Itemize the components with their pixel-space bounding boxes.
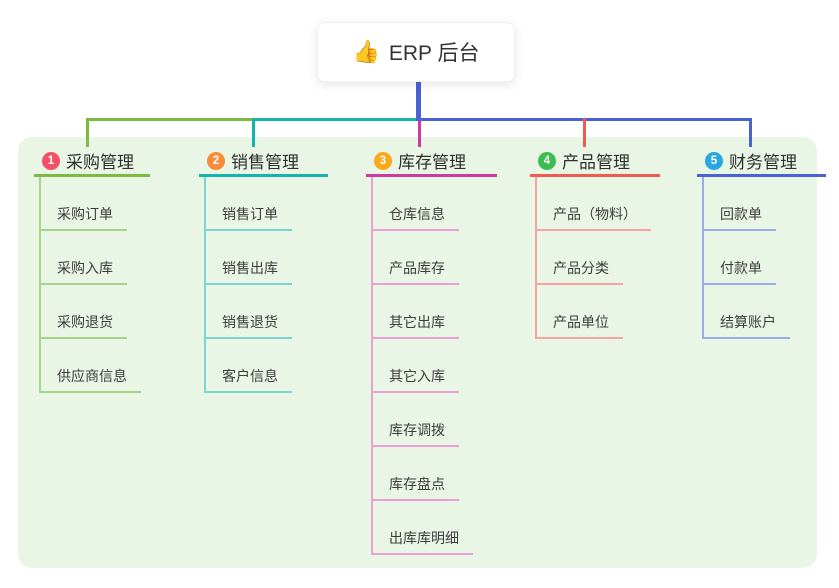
leaf-node[interactable]: 销售出库 (204, 231, 292, 285)
leaf-node[interactable]: 回款单 (702, 177, 776, 231)
branch-spine-line (39, 177, 41, 393)
leaf-label: 采购入库 (57, 260, 113, 276)
branches-panel (18, 137, 817, 568)
branch-number-badge: 2 (207, 151, 225, 170)
leaf-node[interactable]: 产品（物料） (535, 177, 651, 231)
branch-node-2[interactable]: 2 销售管理 (199, 147, 328, 177)
leaf-label: 采购订单 (57, 206, 113, 222)
branch-node-5[interactable]: 5 财务管理 (697, 147, 826, 177)
branch-items-column: 采购订单采购入库采购退货供应商信息 (39, 177, 141, 393)
branch-items-column: 回款单付款单结算账户 (702, 177, 790, 339)
leaf-label: 采购退货 (57, 314, 113, 330)
root-label: ERP 后台 (388, 42, 480, 65)
leaf-node[interactable]: 其它出库 (371, 285, 459, 339)
leaf-node[interactable]: 其它入库 (371, 339, 459, 393)
branch-items-column: 仓库信息产品库存其它出库其它入库库存调拨库存盘点出库库明细 (371, 177, 473, 555)
leaf-node[interactable]: 采购退货 (39, 285, 127, 339)
connector-horizontal-line (252, 118, 419, 121)
branch-node-1[interactable]: 1 采购管理 (34, 147, 150, 177)
leaf-node[interactable]: 销售退货 (204, 285, 292, 339)
connector-drop-line (86, 118, 89, 147)
leaf-node[interactable]: 出库库明细 (371, 501, 473, 555)
leaf-label: 仓库信息 (389, 206, 445, 222)
leaf-node[interactable]: 库存盘点 (371, 447, 459, 501)
connector-drop-line (252, 118, 255, 147)
leaf-node[interactable]: 销售订单 (204, 177, 292, 231)
leaf-label: 其它入库 (389, 368, 445, 384)
branch-label: 产品管理 (562, 153, 630, 172)
leaf-label: 产品（物料） (553, 206, 637, 222)
leaf-node[interactable]: 采购订单 (39, 177, 127, 231)
leaf-label: 其它出库 (389, 314, 445, 330)
branch-label: 销售管理 (231, 153, 299, 172)
branch-spine-line (204, 177, 206, 393)
thumbs-up-icon: 👍 (352, 39, 380, 64)
branch-items-column: 产品（物料） 产品分类产品单位 (535, 177, 651, 339)
branch-items-column: 销售订单销售出库销售退货客户信息 (204, 177, 292, 393)
branch-spine-line (371, 177, 373, 555)
branch-spine-line (535, 177, 537, 339)
leaf-label: 库存调拨 (389, 422, 445, 438)
connector-drop-line (583, 118, 586, 147)
leaf-label: 付款单 (720, 260, 762, 276)
leaf-node[interactable]: 产品单位 (535, 285, 623, 339)
leaf-label: 回款单 (720, 206, 762, 222)
root-connector-line (416, 80, 421, 121)
leaf-node[interactable]: 产品库存 (371, 231, 459, 285)
branch-spine-line (702, 177, 704, 339)
leaf-node[interactable]: 结算账户 (702, 285, 790, 339)
leaf-label: 结算账户 (720, 314, 776, 330)
connector-drop-line (749, 118, 752, 147)
branch-number-badge: 5 (705, 151, 723, 170)
connector-drop-line (418, 121, 421, 147)
branch-label: 财务管理 (729, 153, 797, 172)
leaf-label: 供应商信息 (57, 368, 127, 384)
branch-number-badge: 4 (538, 151, 556, 170)
leaf-node[interactable]: 采购入库 (39, 231, 127, 285)
leaf-label: 产品分类 (553, 260, 609, 276)
leaf-label: 销售订单 (222, 206, 278, 222)
leaf-node[interactable]: 产品分类 (535, 231, 623, 285)
leaf-node[interactable]: 库存调拨 (371, 393, 459, 447)
leaf-label: 库存盘点 (389, 476, 445, 492)
leaf-label: 销售退货 (222, 314, 278, 330)
branch-label: 采购管理 (66, 153, 134, 172)
branch-number-badge: 3 (374, 151, 392, 170)
leaf-node[interactable]: 仓库信息 (371, 177, 459, 231)
leaf-label: 销售出库 (222, 260, 278, 276)
branch-number-badge: 1 (42, 151, 60, 170)
leaf-label: 客户信息 (222, 368, 278, 384)
branch-label: 库存管理 (398, 153, 466, 172)
leaf-node[interactable]: 付款单 (702, 231, 776, 285)
leaf-label: 产品库存 (389, 260, 445, 276)
branch-node-3[interactable]: 3 库存管理 (366, 147, 497, 177)
leaf-label: 出库库明细 (389, 530, 459, 546)
connector-horizontal-line (86, 118, 255, 121)
branch-node-4[interactable]: 4 产品管理 (530, 147, 660, 177)
leaf-node[interactable]: 供应商信息 (39, 339, 141, 393)
leaf-node[interactable]: 客户信息 (204, 339, 292, 393)
root-node[interactable]: 👍 ERP 后台 (317, 22, 515, 82)
leaf-label: 产品单位 (553, 314, 609, 330)
